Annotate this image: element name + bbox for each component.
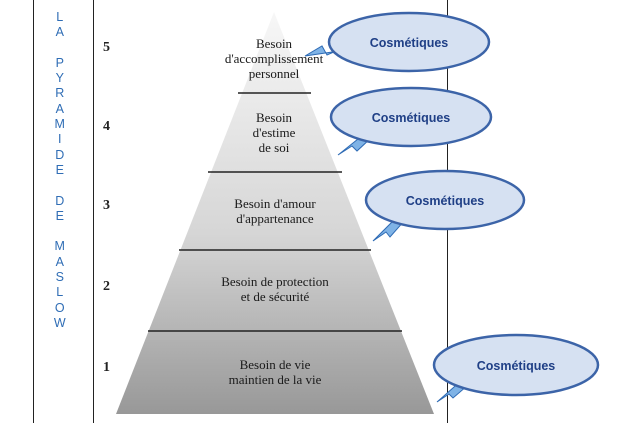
callout-text-5: Cosmétiques [370, 36, 449, 50]
side-title-letter: O [54, 300, 66, 315]
callout-bubble-level-4: Cosmétiques [329, 86, 493, 156]
tier-5-line-3: personnel [248, 66, 300, 81]
side-title-letter: E [55, 162, 65, 177]
callout-ellipse-5 [327, 11, 491, 73]
level-number-4: 4 [103, 119, 110, 134]
tier-label-5: Besoin d'accomplissement personnel [204, 36, 344, 81]
tier-4-line-2: d'estime [252, 125, 296, 140]
side-title-letter: A [55, 25, 65, 40]
side-title-letter: E [55, 208, 65, 223]
side-title-letter: L [56, 285, 64, 300]
callout-text-1: Cosmétiques [477, 359, 556, 373]
callout-text-4: Cosmétiques [372, 111, 451, 125]
tier-5-line-1: Besoin [255, 36, 293, 51]
side-title-letter: M [54, 239, 66, 254]
tier-label-2: Besoin de protection et de sécurité [185, 274, 365, 304]
callout-ellipse-1 [432, 333, 600, 397]
tier-label-3: Besoin d'amour d'appartenance [200, 196, 350, 226]
side-title-letter: Y [55, 71, 65, 86]
level-number-2: 2 [103, 279, 110, 294]
tier-label-1: Besoin de vie maintien de la vie [195, 357, 355, 387]
pyramid-shape [116, 12, 434, 414]
side-title-letter: S [55, 270, 65, 285]
side-title-letter: W [53, 315, 67, 330]
level-number-5: 5 [103, 40, 110, 55]
side-title-letter: I [58, 132, 62, 147]
callout-bubble-level-3: Cosmétiques [364, 169, 526, 242]
tier-2-line-2: et de sécurité [240, 289, 310, 304]
tier-4-line-3: de soi [258, 140, 290, 155]
tier-1-line-2: maintien de la vie [228, 372, 322, 387]
side-title-letter: D [55, 147, 65, 162]
side-title-letter: L [56, 10, 64, 24]
callout-bubble-level-5: Cosmétiques [304, 11, 491, 73]
callout-bubble-level-1: Cosmétiques [432, 333, 600, 403]
tier-2-line-1: Besoin de protection [221, 274, 329, 289]
side-title-letter: A [55, 254, 65, 269]
side-title-letter: D [55, 193, 65, 208]
side-title-letter: P [55, 55, 65, 70]
tier-label-4: Besoin d'estime de soi [214, 110, 334, 155]
tier-3-line-1: Besoin d'amour [234, 196, 316, 211]
tier-5-line-2: d'accomplissement [224, 51, 324, 66]
callout-ellipse-3 [364, 169, 526, 231]
callout-ellipse-4 [329, 86, 493, 148]
side-title-letter: M [54, 117, 66, 132]
level-number-1: 1 [103, 360, 110, 375]
level-number-3: 3 [103, 198, 110, 213]
side-title-letter: R [55, 86, 65, 101]
tier-1-line-1: Besoin de vie [239, 357, 311, 372]
tier-4-line-1: Besoin [255, 110, 293, 125]
side-title-letter: A [55, 101, 65, 116]
tier-3-line-2: d'appartenance [236, 211, 314, 226]
callout-text-3: Cosmétiques [406, 194, 485, 208]
